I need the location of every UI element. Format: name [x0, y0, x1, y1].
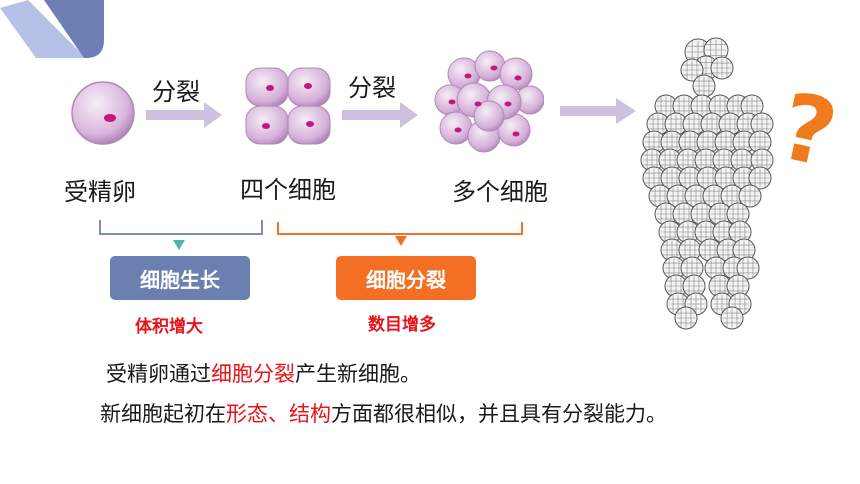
zygote-cell-image	[71, 81, 135, 145]
body-cell	[718, 112, 742, 136]
svg-text:?: ?	[772, 82, 844, 182]
bracket-division	[277, 222, 523, 235]
body-cell	[678, 238, 702, 262]
arrow-many-to-body	[560, 98, 636, 124]
summary-sentence-1: 受精卵通过细胞分裂产生新细胞。	[106, 362, 421, 386]
arrow-zygote-to-four	[146, 102, 222, 128]
body-cell	[676, 148, 700, 172]
body-cell	[748, 130, 772, 154]
corner-decoration	[0, 0, 104, 58]
body-cell	[658, 220, 682, 244]
body-cell	[672, 94, 696, 118]
cell-growth-box: 细胞生长	[110, 256, 250, 300]
arrow-four-to-many	[342, 102, 418, 128]
human-body-cells-image	[640, 37, 774, 330]
body-cell	[708, 94, 732, 118]
body-cell	[720, 306, 744, 330]
body-cell	[658, 148, 682, 172]
body-cell	[736, 256, 760, 280]
pointer-division	[395, 236, 407, 246]
arrow-label-split: 分裂	[152, 78, 200, 106]
growth-note: 体积增大	[135, 317, 203, 337]
body-cell	[738, 184, 762, 208]
body-cell	[692, 74, 716, 98]
body-cell	[666, 184, 690, 208]
body-cell	[674, 306, 698, 330]
body-cell	[712, 220, 736, 244]
body-cell	[660, 166, 684, 190]
body-cell	[748, 166, 772, 190]
question-mark-icon: ?	[772, 82, 844, 182]
stage-label-four-cells: 四个细胞	[240, 176, 336, 204]
four-cell-image	[245, 67, 331, 145]
body-cell	[740, 94, 764, 118]
multi-cell-image	[434, 50, 544, 153]
cell-division-box: 细胞分裂	[336, 256, 476, 300]
body-cell	[682, 274, 706, 298]
body-cell	[678, 166, 702, 190]
body-cell	[714, 130, 738, 154]
body-cell	[716, 238, 740, 262]
body-cell	[728, 220, 752, 244]
body-cell	[703, 37, 729, 63]
body-cell	[680, 58, 704, 82]
body-cell	[698, 238, 722, 262]
pointer-growth	[173, 240, 185, 250]
stage-label-many-cells: 多个细胞	[452, 178, 548, 206]
body-cell	[710, 56, 734, 80]
body-cell	[732, 130, 756, 154]
stage-label-zygote: 受精卵	[64, 178, 136, 206]
division-note: 数目增多	[368, 315, 436, 335]
bracket-growth	[99, 220, 263, 235]
body-cell	[730, 148, 754, 172]
arrow-label-split: 分裂	[348, 74, 396, 102]
summary-sentence-2: 新细胞起初在形态、结构方面都很相似，并且具有分裂能力。	[100, 402, 667, 426]
